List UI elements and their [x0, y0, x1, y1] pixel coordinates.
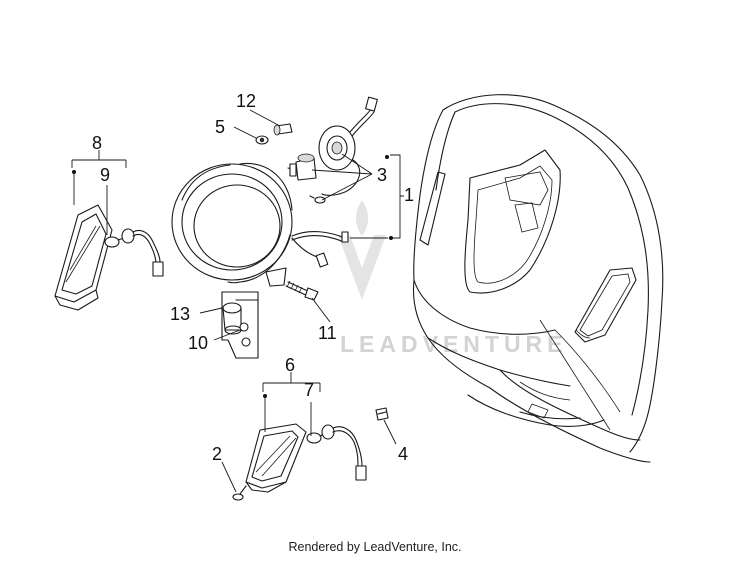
callout-7: 7: [304, 380, 314, 400]
headlight-bulb: [287, 96, 378, 204]
callout-6: 6: [285, 355, 295, 375]
callout-13: 13: [170, 304, 190, 324]
callout-12: 12: [236, 91, 256, 111]
callout-5: 5: [215, 117, 225, 137]
callout-11: 11: [318, 323, 337, 343]
front-shield: [412, 94, 664, 463]
leader-lines: [71, 109, 404, 493]
headlight-assembly: [171, 162, 349, 287]
render-credit: Rendered by LeadVenture, Inc.: [288, 540, 462, 554]
leadventure-watermark: LEADVENTURE: [338, 200, 568, 357]
callout-8: 8: [92, 133, 102, 153]
callout-10: 10: [188, 333, 208, 353]
callout-2: 2: [212, 444, 222, 464]
callout-9: 9: [100, 165, 110, 185]
bolt: [285, 280, 319, 301]
callout-1: 1: [404, 185, 414, 205]
callout-3: 3: [377, 165, 387, 185]
screw-and-washer: [255, 123, 293, 145]
callout-4: 4: [398, 444, 408, 464]
right-turn-signal: [232, 407, 389, 501]
callout-labels: 12 5 8 9 3 1 13 11 10 6 7 2 4: [92, 91, 414, 464]
headlight-bracket: [221, 291, 259, 359]
left-turn-signal: [54, 204, 164, 311]
watermark-text: LEADVENTURE: [340, 331, 568, 357]
